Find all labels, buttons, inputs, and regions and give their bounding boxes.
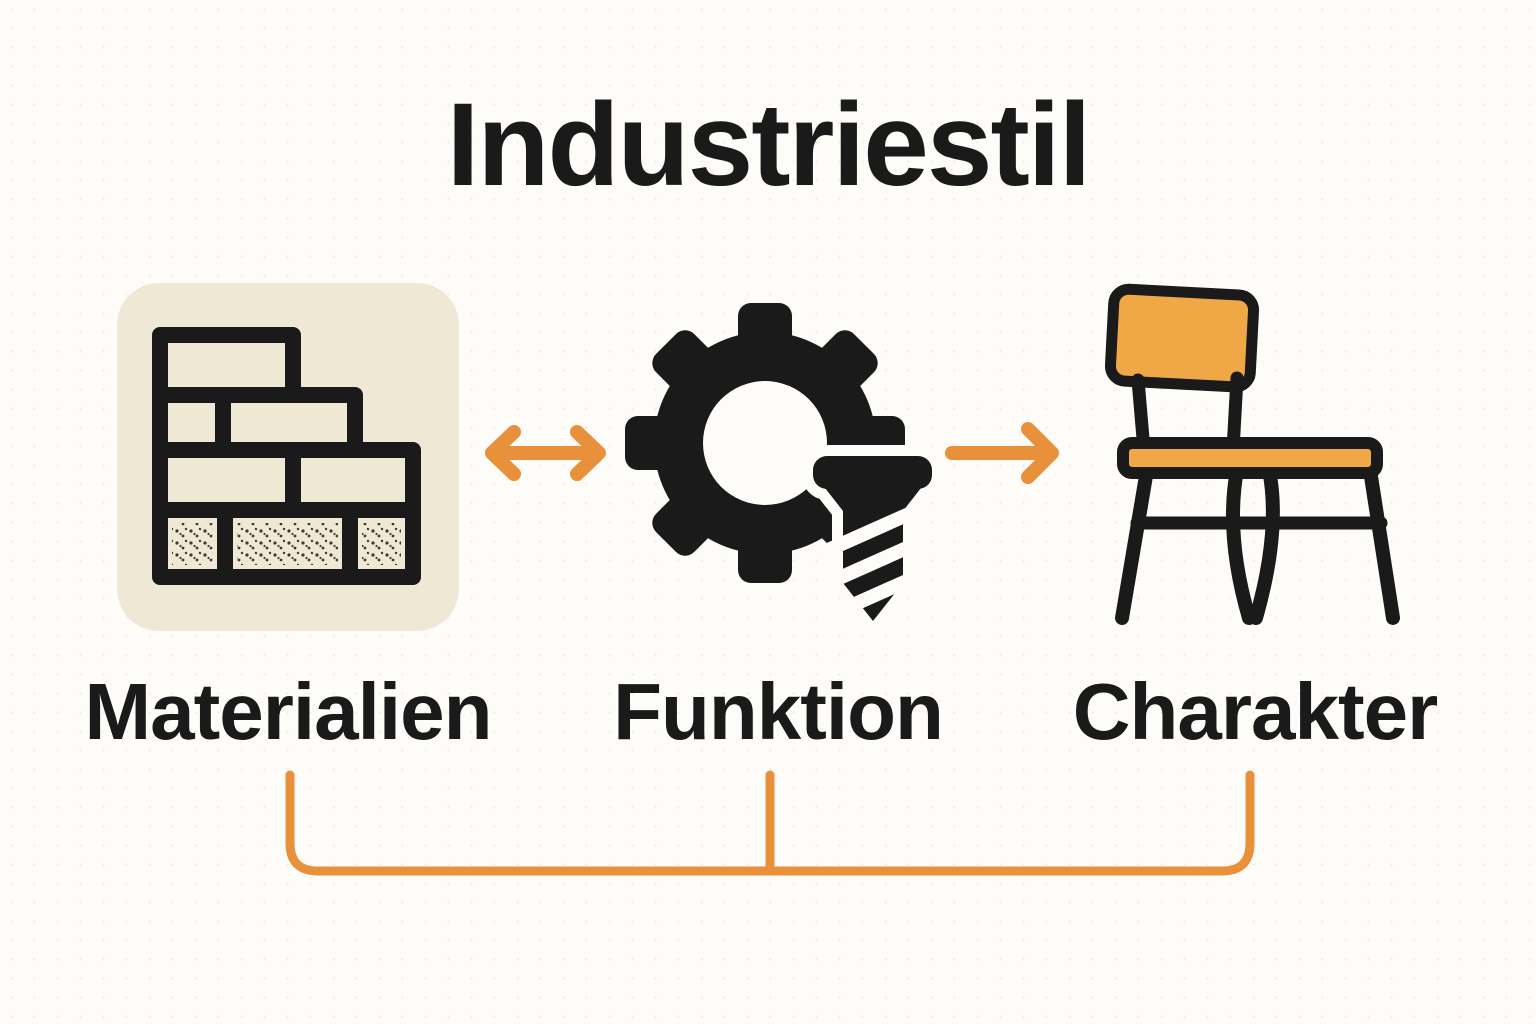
brick-wall-icon: [152, 327, 421, 585]
label-materialien: Materialien: [84, 667, 493, 756]
gear-screw-icon: [625, 303, 943, 632]
materialien-panel: [117, 283, 459, 631]
arrow-right-icon: [945, 422, 1059, 484]
double-arrow-icon: [485, 425, 606, 481]
page-title: Industriestil: [446, 79, 1092, 211]
label-funktion: Funktion: [613, 667, 944, 756]
label-charakter: Charakter: [1072, 667, 1439, 756]
chair-icon: [1104, 283, 1400, 625]
bracket-connector: [285, 770, 1255, 876]
